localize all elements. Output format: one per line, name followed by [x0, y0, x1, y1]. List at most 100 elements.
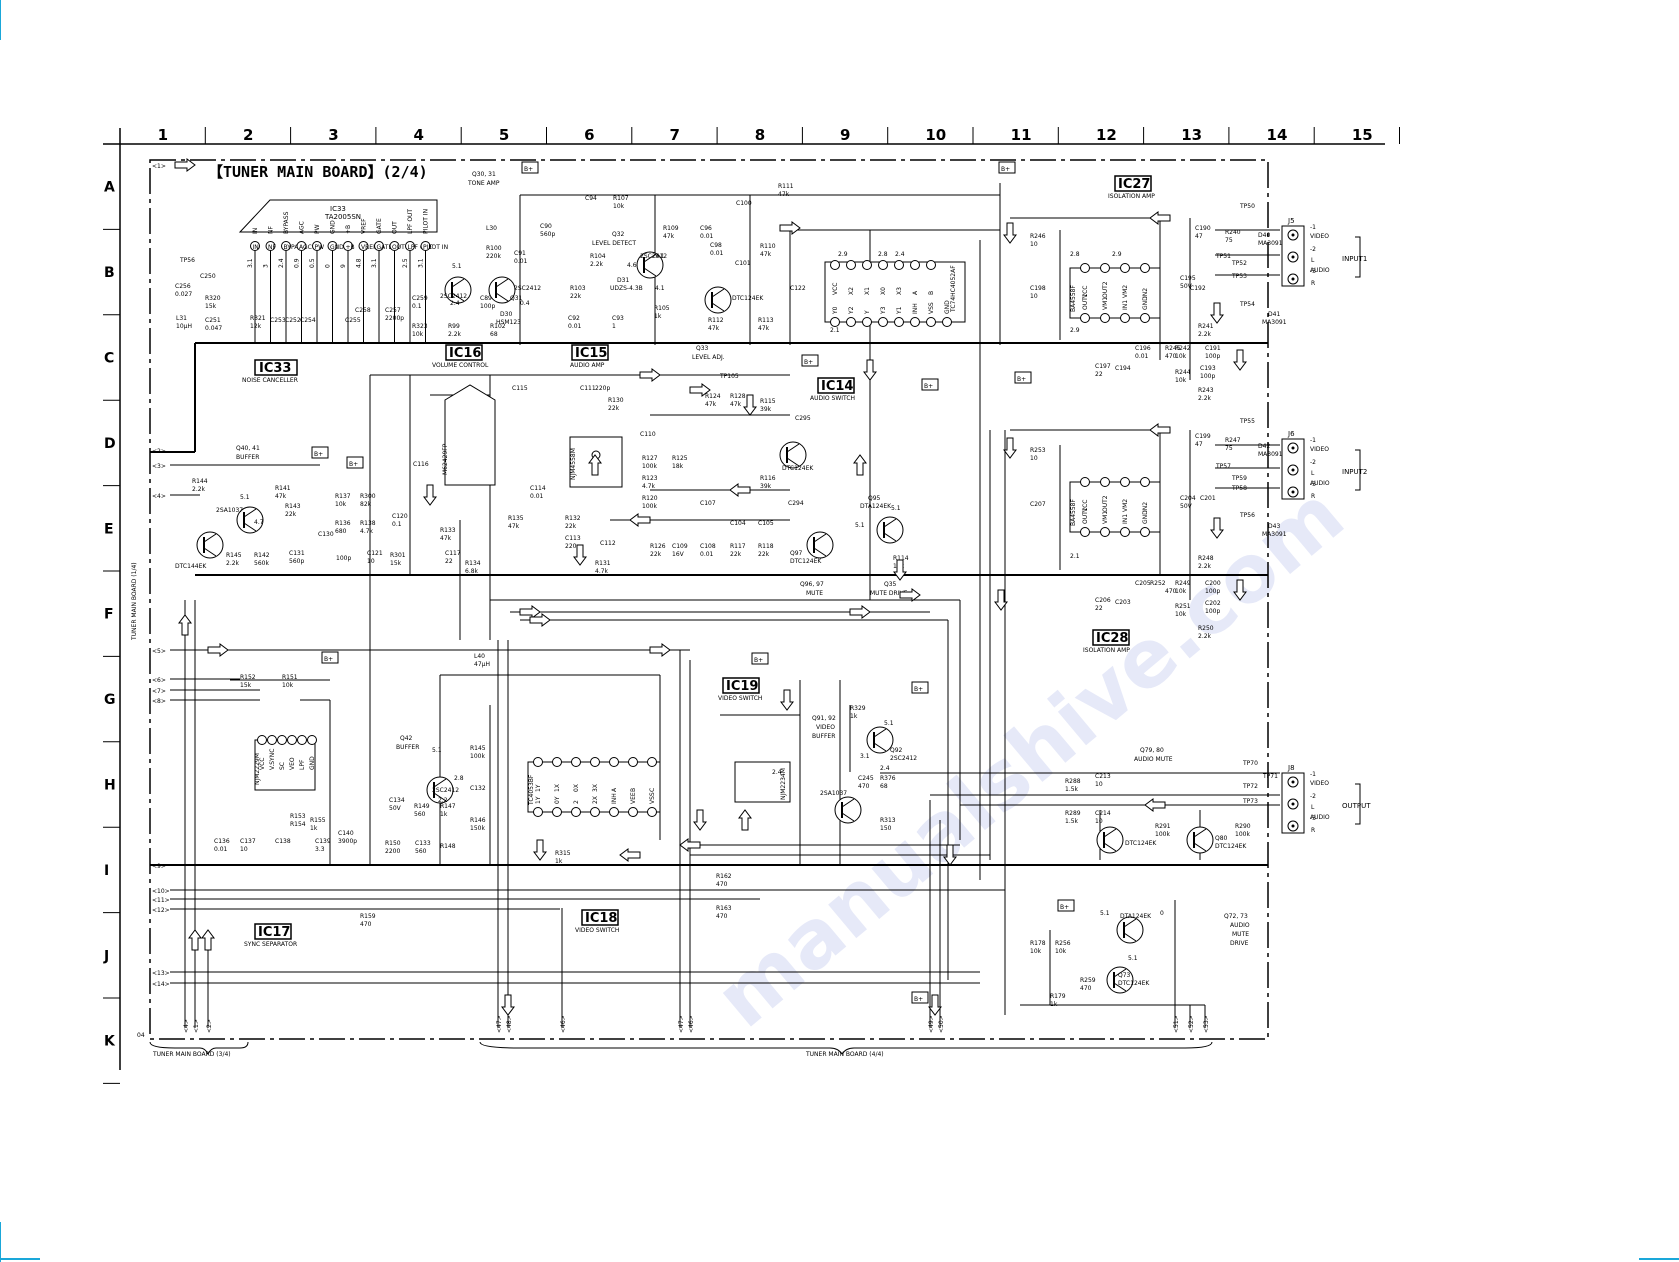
component-label: TP57	[1215, 463, 1231, 470]
jack-audio: AUDIO	[1310, 267, 1330, 274]
component-label: R242	[1175, 345, 1191, 352]
component-label: 560	[414, 811, 426, 818]
transistor	[834, 796, 862, 824]
component-label: DTA124EK	[860, 503, 892, 510]
component-label: 1k	[440, 811, 448, 818]
ic-pin	[533, 807, 543, 817]
component-label: R243	[1198, 387, 1214, 394]
ic33-pin-number: GATE	[377, 244, 393, 251]
svg-text:IC33: IC33	[330, 205, 346, 213]
component-label: R247	[1225, 437, 1241, 444]
voltage-label: 4.6	[627, 262, 637, 269]
component-label: 0.01	[568, 323, 582, 330]
component-label: C91	[514, 250, 526, 257]
jack-number: -2	[1310, 793, 1316, 800]
component-label: C253	[270, 317, 286, 324]
component-label: 47k	[730, 401, 742, 408]
grid-col-label: 14	[1267, 126, 1288, 144]
ic33-pin-voltage: 2.5	[402, 258, 409, 268]
connector-ref: J6	[1287, 430, 1295, 438]
ic-pin-name: VCC	[1082, 286, 1089, 298]
component-label: TP70	[1242, 760, 1258, 767]
ic15-label: IC15	[575, 346, 607, 361]
component-label: MA3091	[1262, 531, 1287, 538]
component-label: 100p	[1205, 588, 1220, 595]
component-label: C138	[275, 838, 291, 845]
component-label: 15k	[240, 682, 252, 689]
component-label: C204	[1180, 495, 1196, 502]
component-label: C196	[1135, 345, 1151, 352]
transistor-collector	[451, 278, 465, 288]
ic-pin	[1120, 477, 1130, 487]
ic33-pin-name: OUT	[392, 221, 399, 234]
component-label: C294	[788, 500, 804, 507]
component-label: C136	[214, 838, 230, 845]
jack-number: -1	[1310, 771, 1316, 778]
ic-pin-name: VCC	[259, 758, 266, 770]
transistor-emitter	[433, 792, 447, 802]
ic-pin-name: B	[630, 788, 637, 792]
ic-pin	[1080, 527, 1090, 537]
component-label: 2SC2412	[640, 253, 667, 260]
arrow-down	[1003, 222, 1017, 244]
ic-pin	[552, 807, 562, 817]
ic-pin	[297, 735, 307, 745]
jack-number: -3	[1310, 815, 1316, 822]
component-label: R126	[650, 543, 666, 550]
ic-pin	[1120, 313, 1130, 323]
svg-text:Q79, 80: Q79, 80	[1140, 747, 1164, 754]
component-label: 3.3	[315, 846, 325, 853]
voltage-label: 5.1	[1128, 955, 1138, 962]
ic-pin	[1140, 263, 1150, 273]
svg-text:Q96, 97: Q96, 97	[800, 581, 824, 588]
component-label: 0.01	[700, 233, 714, 240]
ic33-pin-voltage: 3.1	[371, 258, 378, 268]
ic33-pin-voltage: 9	[340, 264, 347, 268]
component-label: R248	[1198, 555, 1214, 562]
transistor-captions: Q30, 31 TONE AMP Q32 LEVEL DETECT Q33 LE…	[236, 171, 1250, 947]
component-label: R109	[663, 225, 679, 232]
svg-text:Q40, 41: Q40, 41	[236, 445, 260, 452]
ic-pin-name: X2	[848, 287, 855, 295]
transistor-collector	[1103, 828, 1117, 838]
arrow-right	[899, 588, 921, 602]
component-label: HSM123	[496, 319, 521, 326]
component-label: TP55	[1239, 418, 1255, 425]
off-sheet-ref: <51>	[1173, 1015, 1180, 1033]
component-label: MA3091	[1258, 240, 1283, 247]
arrow-down	[533, 839, 547, 861]
arrow-up	[188, 929, 202, 951]
voltage-label: 5.1	[452, 263, 462, 270]
component-label: R151	[282, 674, 298, 681]
component-label: C120	[392, 513, 408, 520]
voltage-label: 5.1	[655, 253, 665, 260]
ic17-label: IC17	[258, 925, 290, 940]
component-label: R150	[385, 840, 401, 847]
voltage-label: 0.4	[520, 300, 530, 307]
component-label: 10	[1030, 241, 1038, 248]
grid-col-label: 8	[755, 126, 765, 144]
connector-ref: J5	[1287, 217, 1295, 225]
component-label: R131	[595, 560, 611, 567]
jack-video: VIDEO	[1310, 233, 1329, 240]
component-label: R152	[240, 674, 256, 681]
transistor-emitter	[786, 457, 800, 467]
transistor-emitter	[495, 292, 509, 302]
transistor-emitter	[1193, 842, 1207, 852]
component-label: 100p	[1205, 353, 1220, 360]
ic-pin-name: VCC	[1082, 500, 1089, 512]
component-label: C195	[1180, 275, 1196, 282]
arrow-up	[853, 454, 867, 476]
ic33-desc: NOISE CANCELLER	[242, 377, 298, 384]
transistor	[1096, 826, 1124, 854]
component-label: R145	[470, 745, 486, 752]
component-label: 2SA1037	[216, 507, 243, 514]
arrow-right	[529, 613, 551, 627]
ic-pin-name: VSS	[928, 302, 935, 314]
component-label: R103	[570, 285, 586, 292]
voltage-label: 2.4	[772, 769, 782, 776]
off-sheet-refs-left: <1><2><3><4><5><6><7><8><9><10><11><12><…	[152, 163, 170, 988]
component-label: C250	[200, 273, 216, 280]
jack-audio: AUDIO	[1310, 814, 1330, 821]
component-label: 2.2k	[1198, 563, 1212, 570]
